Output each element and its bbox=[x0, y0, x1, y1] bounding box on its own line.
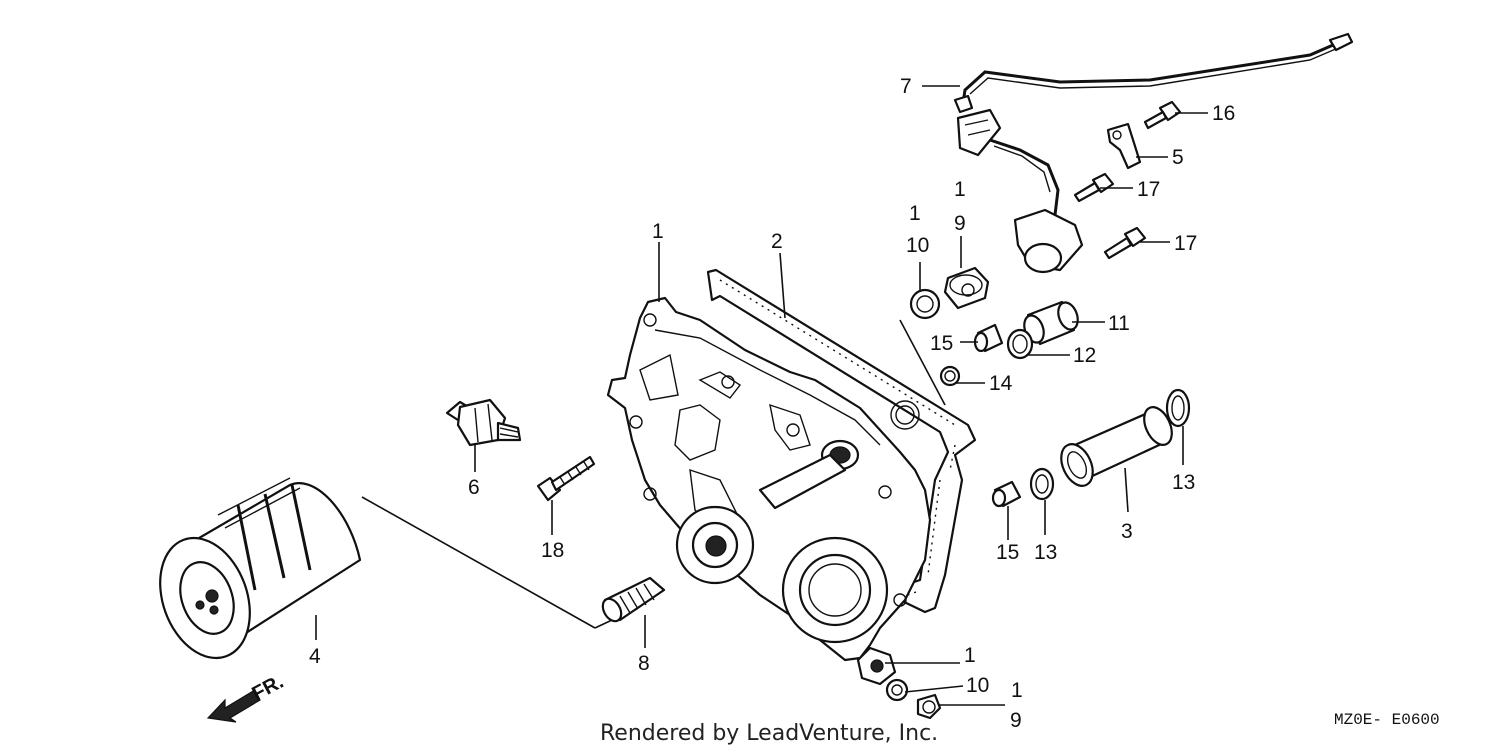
bolt-17-upper[interactable] bbox=[1073, 172, 1115, 203]
o-ring-13-left[interactable] bbox=[1029, 467, 1055, 501]
oil-pipe[interactable] bbox=[1055, 403, 1177, 491]
clamp-5[interactable] bbox=[1106, 122, 1142, 170]
bolt-16[interactable] bbox=[1143, 100, 1182, 130]
dowel-15-upper[interactable] bbox=[973, 323, 1004, 353]
plug-lower[interactable] bbox=[916, 693, 942, 720]
sensor-harness[interactable] bbox=[953, 32, 1354, 274]
bolt-17-lower[interactable] bbox=[1103, 226, 1147, 260]
gasket[interactable] bbox=[706, 268, 977, 614]
front-direction-arrow: FR. bbox=[206, 671, 287, 723]
crankcase-cover[interactable] bbox=[606, 296, 932, 686]
diagram-code: MZ0E- E0600 bbox=[1334, 711, 1440, 729]
callout-1: 1 bbox=[964, 644, 976, 667]
washer-lower[interactable] bbox=[885, 678, 909, 702]
callout-10: 10 bbox=[906, 234, 929, 257]
plug-upper[interactable] bbox=[943, 266, 990, 310]
callout-15: 15 bbox=[930, 332, 953, 355]
washer-upper[interactable] bbox=[909, 288, 941, 320]
callout-4: 4 bbox=[309, 645, 321, 668]
oil-filter[interactable] bbox=[144, 477, 362, 671]
callout-10: 10 bbox=[966, 674, 989, 697]
callout-13: 13 bbox=[1034, 541, 1057, 564]
oil-pressure-switch[interactable] bbox=[445, 398, 522, 447]
o-ring-14[interactable] bbox=[939, 365, 961, 387]
callout-9: 9 bbox=[1010, 709, 1022, 732]
callout-1: 1 bbox=[909, 202, 921, 225]
callout-17: 17 bbox=[1137, 178, 1160, 201]
callout-labels: 1 2 1 10 1 9 7 16 5 17 17 11 15 12 14 6 … bbox=[309, 75, 1235, 732]
leader-lines bbox=[315, 85, 1208, 706]
callout-1: 1 bbox=[954, 178, 966, 201]
callout-14: 14 bbox=[989, 372, 1013, 395]
callout-15: 15 bbox=[996, 541, 1019, 564]
callout-13: 13 bbox=[1172, 471, 1195, 494]
callout-18: 18 bbox=[541, 539, 564, 562]
callout-11: 11 bbox=[1108, 312, 1130, 335]
collar-11[interactable] bbox=[1021, 300, 1081, 346]
callout-9: 9 bbox=[954, 212, 966, 235]
render-caption: Rendered by LeadVenture, Inc. bbox=[600, 721, 938, 746]
flange-bolt[interactable] bbox=[536, 455, 596, 502]
o-ring-12[interactable] bbox=[1006, 328, 1034, 360]
callout-8: 8 bbox=[638, 652, 650, 675]
callout-17: 17 bbox=[1174, 232, 1197, 255]
callout-5: 5 bbox=[1172, 146, 1184, 169]
callout-7: 7 bbox=[900, 75, 912, 98]
callout-12: 12 bbox=[1073, 344, 1096, 367]
callout-1: 1 bbox=[1011, 679, 1023, 702]
callout-1: 1 bbox=[652, 220, 664, 243]
callout-2: 2 bbox=[771, 230, 783, 253]
callout-16: 16 bbox=[1212, 102, 1235, 125]
stud[interactable] bbox=[599, 576, 666, 624]
callout-6: 6 bbox=[468, 476, 480, 499]
o-ring-13-right[interactable] bbox=[1165, 388, 1191, 428]
callout-3: 3 bbox=[1121, 520, 1133, 543]
dowel-15-lower[interactable] bbox=[991, 480, 1022, 508]
